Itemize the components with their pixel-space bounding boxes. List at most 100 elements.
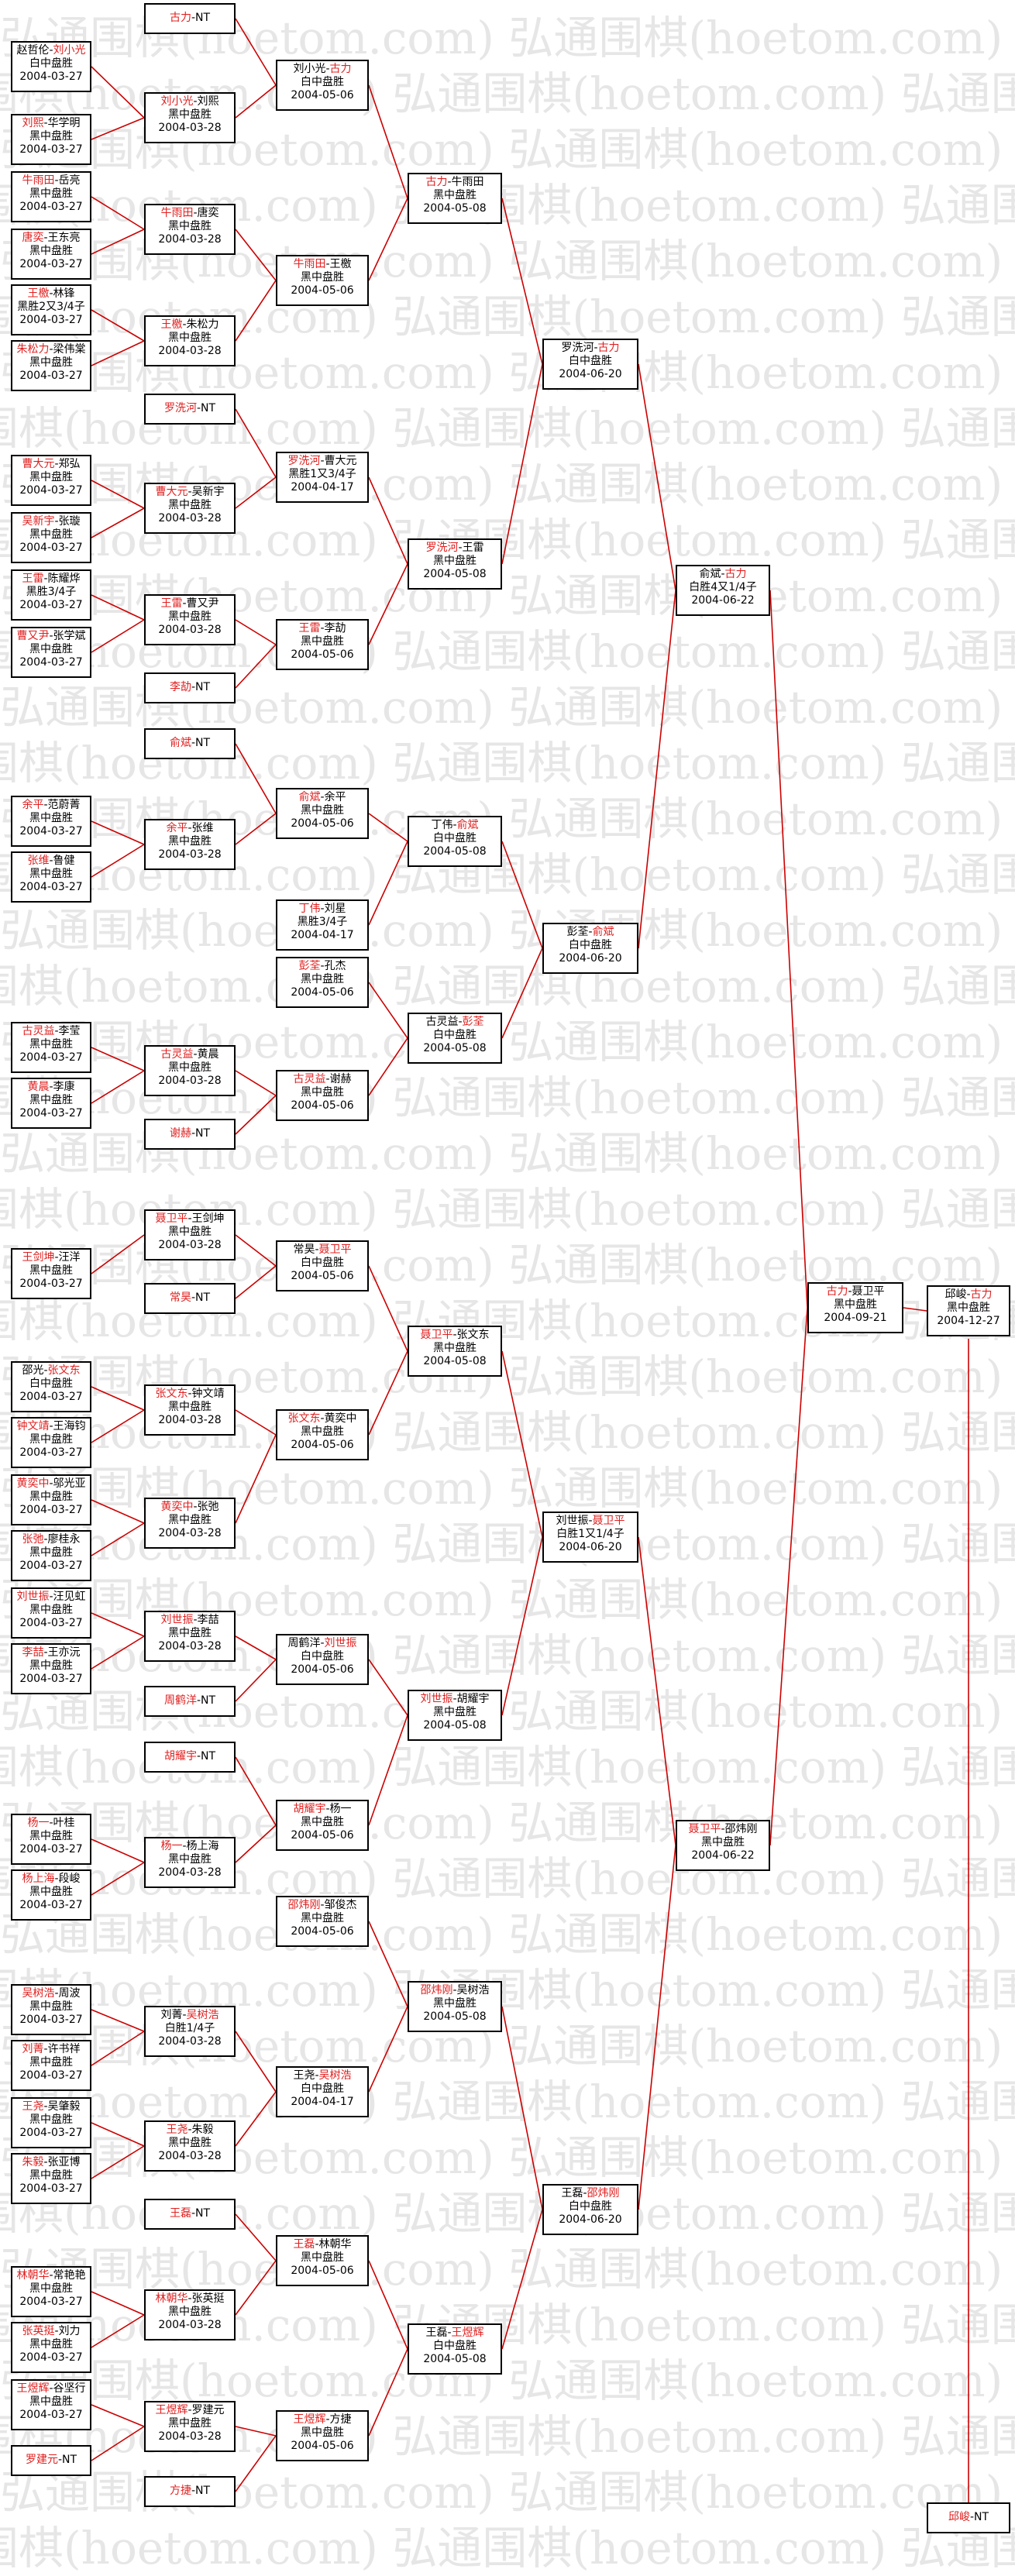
player-black: 曹又尹 <box>16 630 50 642</box>
match-result: 黑中盘胜 <box>29 2282 73 2295</box>
match-result: 黑中盘胜 <box>433 1342 477 1354</box>
player-black: 常昊 <box>293 1243 315 1256</box>
player-separator: - <box>191 12 196 24</box>
player-separator: - <box>848 1285 852 1298</box>
player-separator: - <box>43 2156 48 2168</box>
bracket-connector <box>91 2122 145 2147</box>
match-players: 罗洗河-王雷 <box>409 542 501 555</box>
match-date: 2004-03-28 <box>158 2430 222 2443</box>
match-date: 2004-05-08 <box>423 1355 487 1367</box>
player-black: 唐奕 <box>22 232 44 244</box>
match-result: 黑中盘胜 <box>433 1706 477 1718</box>
bye-match-box: 罗建元-NT <box>11 2445 91 2476</box>
match-result: 白中盘胜 <box>301 1650 344 1663</box>
match-players: 刘世振-李喆 <box>146 1614 234 1627</box>
match-result: 白中盘胜 <box>301 2082 344 2095</box>
player-separator: - <box>193 1614 198 1626</box>
player-separator: - <box>182 1840 187 1852</box>
match-players: 杨一-叶桂 <box>12 1817 90 1830</box>
match-players: 王檄-朱松力 <box>146 318 234 332</box>
bracket-connector <box>501 841 543 949</box>
player-white: 汪见虹 <box>53 1591 86 1603</box>
match-players: 曹又尹-张学斌 <box>12 630 90 643</box>
match-players: 王雷-陈耀烨 <box>12 573 90 586</box>
match-date: 2004-09-21 <box>824 1312 887 1324</box>
match-date: 2004-03-27 <box>19 1107 83 1119</box>
match-date: 2004-03-27 <box>19 201 83 213</box>
match-date: 2004-03-27 <box>19 599 83 611</box>
match-players: 黄晨-李康 <box>12 1081 90 1094</box>
player-white: 王雷 <box>462 542 484 554</box>
match-result: 黑中盘胜 <box>29 643 73 655</box>
player-black: 王尧 <box>293 2069 315 2082</box>
player-white: 王剑坤 <box>191 1212 225 1225</box>
match-date: 2004-03-27 <box>19 2296 83 2308</box>
bracket-connector <box>91 1234 145 1274</box>
match-date: 2004-03-27 <box>19 370 83 382</box>
player-black: 刘小光 <box>293 63 326 75</box>
match-result: 黑中盘胜 <box>168 610 212 623</box>
match-date: 2004-03-27 <box>19 825 83 837</box>
player-black: 丁伟 <box>298 903 321 915</box>
match-result: 黑胜2又3/4子 <box>17 301 85 313</box>
match-date: 2004-05-06 <box>291 1099 354 1112</box>
match-date: 2004-06-22 <box>691 594 755 607</box>
player-black: 张维 <box>27 855 50 867</box>
player-separator: - <box>43 799 48 811</box>
match-players: 王雷-曹又尹 <box>146 597 234 610</box>
bracket-connector <box>368 2348 408 2437</box>
player-separator: - <box>188 822 192 834</box>
match-result: 黑中盘胜 <box>168 1401 212 1413</box>
bracket-connector <box>501 2209 543 2350</box>
player-black: 彭荃 <box>298 960 321 972</box>
match-players: 胡耀宇-NT <box>146 1750 234 1763</box>
player-separator: - <box>320 960 325 972</box>
match-result: 黑中盘胜 <box>29 1830 73 1842</box>
bracket-connector <box>903 1307 927 1312</box>
match-players: 俞斌-古力 <box>677 568 769 581</box>
player-black: 古灵益 <box>425 1016 459 1028</box>
bracket-connector <box>91 1635 145 1670</box>
player-black: 刘世振 <box>420 1693 453 1705</box>
match-players: 古灵益-李莹 <box>12 1025 90 1038</box>
bracket-connector <box>91 820 145 845</box>
match-players: 俞斌-余平 <box>277 791 367 804</box>
match-players: 彭荃-俞斌 <box>544 926 637 939</box>
player-black: 罗建元 <box>25 2454 58 2466</box>
player-separator: - <box>320 903 325 915</box>
player-separator: - <box>969 2511 975 2523</box>
match-players: 刘小光-刘熙 <box>146 95 234 108</box>
player-separator: - <box>182 2009 187 2021</box>
match-players: 俞斌-NT <box>146 737 234 750</box>
match-players: 林朝华-常艳艳 <box>12 2269 90 2282</box>
match-result: 黑中盘胜 <box>301 635 344 648</box>
bye-match-box: 周鹤洋-NT <box>144 1686 236 1717</box>
player-white: 林朝华 <box>318 2238 352 2251</box>
player-black: 丁伟 <box>431 819 453 831</box>
match-date: 2004-06-20 <box>559 2213 622 2226</box>
player-separator: - <box>325 1803 330 1815</box>
player-white: 李劼 <box>324 622 346 635</box>
player-black: 刘熙 <box>22 117 44 129</box>
player-white: NT <box>195 737 211 749</box>
player-white: 张亚博 <box>47 2156 81 2168</box>
bracket-connector <box>91 507 145 538</box>
match-result: 白胜1又1/4子 <box>556 1528 624 1540</box>
player-separator: - <box>325 258 330 270</box>
match-date: 2004-05-06 <box>291 2265 354 2277</box>
player-white: 孔杰 <box>324 960 346 972</box>
match-result: 黑中盘胜 <box>168 2417 212 2430</box>
match-players: 王磊-林朝华 <box>277 2238 367 2251</box>
